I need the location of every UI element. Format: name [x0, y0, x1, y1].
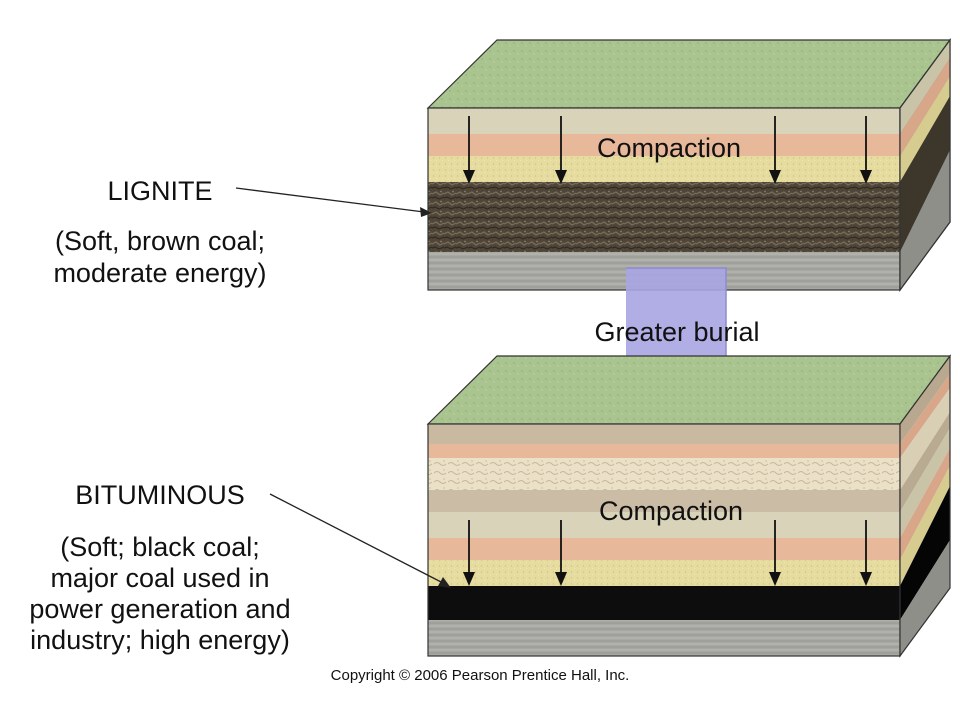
lower-compaction-arrows [463, 520, 872, 586]
arrow-down-icon [555, 520, 567, 586]
upper-layer-yellow [428, 156, 900, 182]
bituminous-pointer [269, 493, 451, 588]
lower-layer-gravel [428, 458, 900, 490]
lower-layer-tan-mid [428, 490, 900, 512]
burial-label: Greater burial [594, 317, 759, 347]
upper-layer-salmon [428, 134, 900, 156]
upper-layer-lignite [428, 182, 900, 252]
upper-surface [426, 39, 952, 109]
upper-block [426, 38, 952, 292]
upper-compaction-label: Compaction [597, 133, 741, 163]
lower-layer-bedrock [428, 620, 900, 656]
lower-compaction-label: Compaction [599, 496, 743, 526]
arrow-down-icon [463, 520, 475, 586]
lower-layer-bituminous [428, 586, 900, 620]
lower-block [426, 354, 952, 658]
lignite-label: LIGNITE [107, 176, 212, 206]
bituminous-description-line-1: (Soft; black coal; [60, 532, 260, 562]
copyright-notice: Copyright © 2006 Pearson Prentice Hall, … [330, 667, 630, 684]
arrow-down-icon [555, 116, 567, 184]
leader-arrow-icon [235, 187, 425, 213]
bituminous-description-line-4: industry; high energy) [30, 625, 290, 655]
lignite-description-line-1: (Soft, brown coal; [55, 226, 265, 256]
upper-compaction-arrows [463, 116, 872, 184]
arrow-down-icon [860, 116, 872, 184]
upper-layer-tan [428, 108, 900, 134]
bituminous-description-line-3: power generation and [29, 594, 290, 624]
lower-layer-tan [428, 512, 900, 538]
lower-surface [426, 355, 952, 425]
bituminous-label: BITUMINOUS [75, 480, 245, 510]
arrow-down-icon [463, 116, 475, 184]
lower-layer-yellow [428, 560, 900, 586]
lower-layer-salmon [428, 538, 900, 560]
lignite-pointer [235, 187, 432, 217]
lower-layer-tan-top [428, 424, 900, 444]
arrow-down-icon [860, 520, 872, 586]
lignite-description-line-2: moderate energy) [53, 258, 266, 288]
leader-arrow-icon [269, 493, 444, 584]
bituminous-description-line-2: major coal used in [50, 563, 269, 593]
lower-layer-salmon-top [428, 444, 900, 458]
arrow-down-icon [769, 520, 781, 586]
arrow-down-icon [769, 116, 781, 184]
lower-side-face [899, 354, 951, 658]
